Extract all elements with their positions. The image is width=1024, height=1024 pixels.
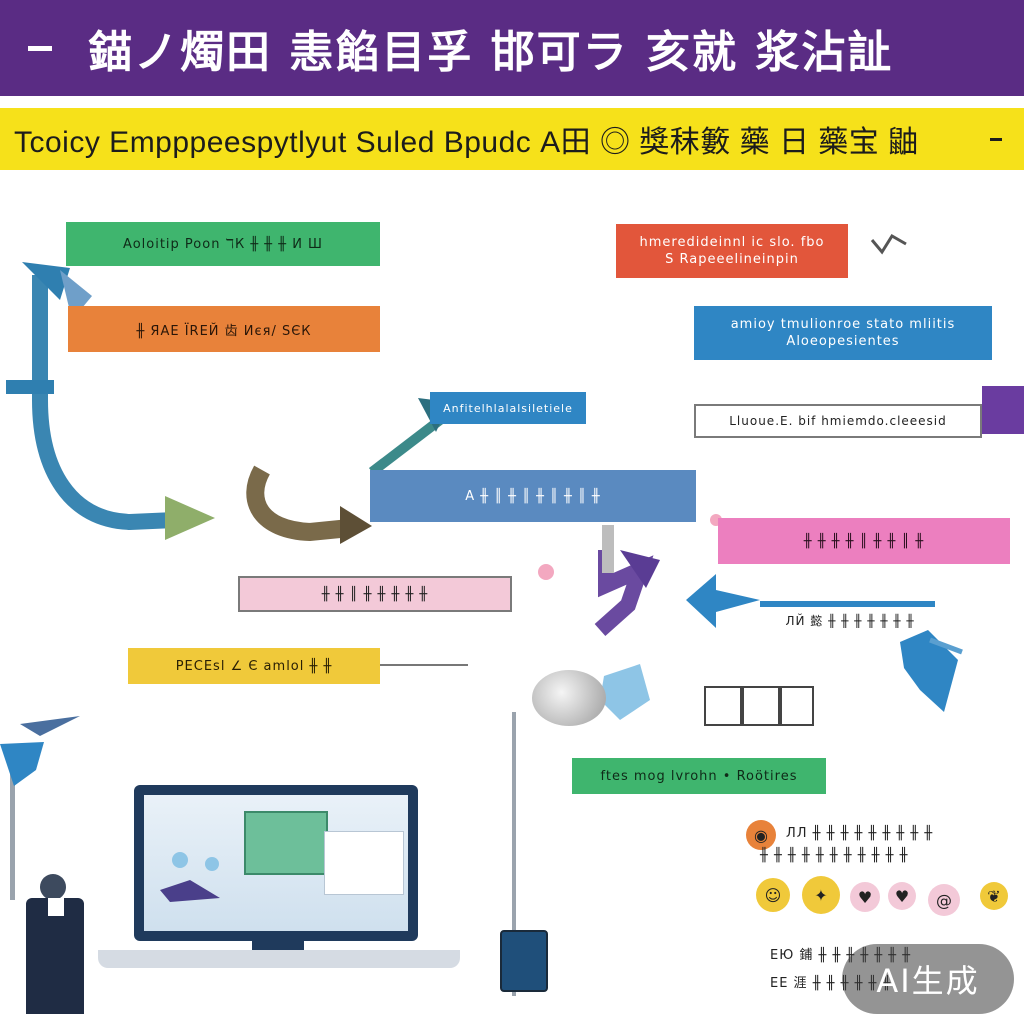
title-bar: 錨ノ燭田 恚餡目孚 邯可ラ 亥就 浆沾訨 xyxy=(0,0,1024,96)
pink-label-left: ╫ ╫ ║ ╫ ╫ ╫ ╫ ╫ xyxy=(238,576,512,612)
flag-bird-icon xyxy=(0,716,80,900)
small-blue-label: Anfitelhlalalsiletiele xyxy=(430,392,586,424)
red-label-line-2: S Rapeeelineinpin xyxy=(665,252,799,267)
lamp-pole xyxy=(512,712,516,996)
screen-graphic-icon xyxy=(160,852,220,902)
text-line-1: ЛЛ ╫ ╫ ╫ ╫ ╫ ╫ ╫ ╫ ╫ xyxy=(786,826,934,841)
title-dash xyxy=(28,45,52,51)
green-label-bottom: ftes mog lvrohn • Roötires xyxy=(572,758,826,794)
swirl-icon: @ xyxy=(928,884,960,916)
bird-icon xyxy=(900,630,963,712)
outlined-label-right: Lluoue.E. bif hmiemdo.cleeesid xyxy=(694,404,982,438)
red-label-line-1: hmeredideinnl ic slo. fbo xyxy=(639,235,825,250)
page-subtitle: Tcoicy Empppeespytlyut Suled Bpudc А田 ◎ … xyxy=(14,126,919,159)
person-collar xyxy=(48,898,64,916)
character-icon: ✦ xyxy=(802,876,840,914)
blue-label-line-2: Aloeopesientes xyxy=(786,334,900,349)
red-label-top: hmeredideinnl ic slo. fbo S Rapeeelinein… xyxy=(616,224,848,278)
tab-marker-icon xyxy=(982,386,1024,434)
green-label-top: Aoloitip Poon ℸК ╫ ╫ ╫ И Ш xyxy=(66,222,380,266)
subtitle-dash xyxy=(990,137,1002,141)
left-arrow-icon xyxy=(686,574,935,628)
connector-stub xyxy=(602,525,614,573)
device-icon xyxy=(500,930,548,992)
scribble-icon xyxy=(870,233,907,255)
screen-window xyxy=(244,811,328,875)
page-title: 錨ノ燭田 恚餡目孚 邯可ラ 亥就 浆沾訨 xyxy=(88,27,894,78)
segment-box-1 xyxy=(704,686,742,726)
swoosh-arrow-icon xyxy=(246,465,372,544)
blue-label-right: amioy tmulionroe stato mliitis Aloeopesi… xyxy=(694,306,992,360)
person-head xyxy=(40,874,66,900)
segment-box-2 xyxy=(742,686,780,726)
leaf-icon: ❦ xyxy=(980,882,1008,910)
curved-arrow-icon xyxy=(6,262,215,540)
hand-icon xyxy=(600,664,650,720)
watermark-badge: AI生成 xyxy=(842,944,1014,1014)
face-icon: ☺ xyxy=(756,878,790,912)
laptop-base xyxy=(98,950,460,968)
pink-label-right: ╫ ╫ ╫ ╫ ║ ╫ ╫ ║ ╫ xyxy=(718,518,1010,564)
chevron-arrow-icon xyxy=(594,550,660,636)
line-label-right: ЛЙ 懿 ╫ ╫ ╫ ╫ ╫ ╫ ╫ xyxy=(785,613,915,628)
orange-label-left: ╫ ЯAЕ ЇRЕЙ 齿 Иєя/ SЄК xyxy=(68,306,380,352)
heart-icon: ♥ xyxy=(850,882,880,912)
segment-box-3 xyxy=(780,686,814,726)
lamp-icon xyxy=(532,670,606,726)
heart-icon: ♥ xyxy=(888,882,916,910)
person-icon xyxy=(26,898,84,1014)
screen-document xyxy=(324,831,404,895)
flower-icon xyxy=(538,564,554,580)
center-blue-label: A ╫ ║ ╫ ║ ╫ ║ ╫ ║ ╫ xyxy=(370,470,696,522)
subtitle-bar: Tcoicy Empppeespytlyut Suled Bpudc А田 ◎ … xyxy=(0,108,1024,170)
text-line-2: ╫ ╫ ╫ ╫ ╫ ╫ ╫ ╫ ╫ ╫ ╫ xyxy=(760,848,909,863)
blue-label-line-1: amioy tmulionroe stato mliitis xyxy=(730,317,956,332)
yellow-label-left: РЕСЕsl ∠ Є аmlоl ╫ ╫ xyxy=(128,648,380,684)
map-pin-icon: ◉ xyxy=(746,820,776,850)
